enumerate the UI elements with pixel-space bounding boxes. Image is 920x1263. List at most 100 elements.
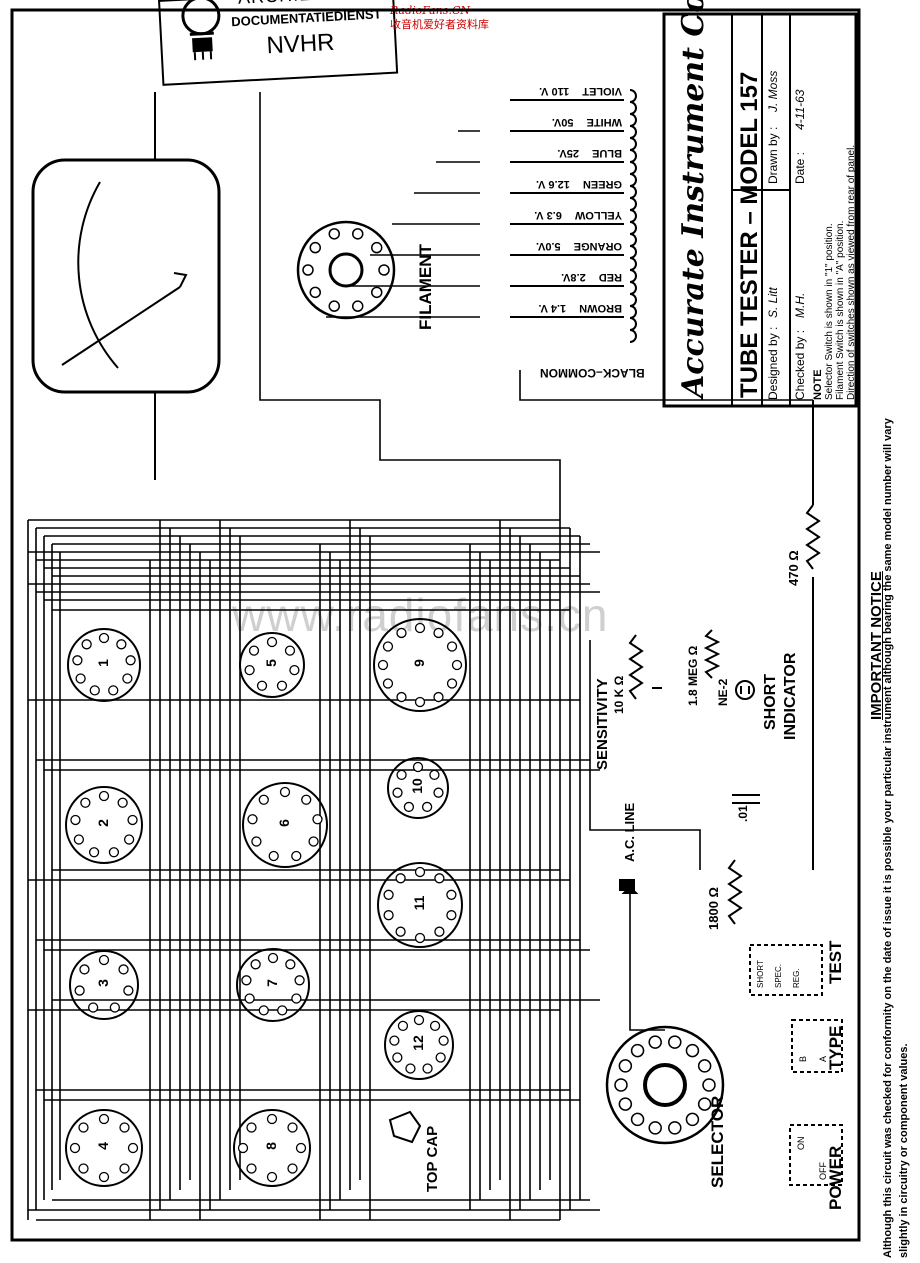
- designed-label: Designed by :: [766, 326, 780, 400]
- notice-line-2: slightly in circuitry or component value…: [898, 1043, 910, 1258]
- power-label: POWER: [826, 1145, 845, 1210]
- socket-7: 7: [236, 948, 310, 1022]
- tap-color: GREEN: [582, 178, 622, 190]
- selector-label: SELECTOR: [708, 1095, 727, 1188]
- sensitivity-label: SENSITIVITY: [594, 678, 611, 770]
- socket-number-2: 2: [95, 819, 111, 827]
- drawn-by: J. Moss: [766, 70, 780, 112]
- socket-number-8: 8: [263, 1142, 279, 1150]
- sw-b: B: [798, 1055, 808, 1062]
- archive-stamp: ARCHIEF DOCUMENTATIEDIENST NVHR: [158, 0, 399, 86]
- socket-11: 11: [377, 862, 463, 948]
- tap-volts: 110 V.: [539, 85, 573, 97]
- socket-number-9: 9: [411, 659, 427, 667]
- socket-number-7: 7: [264, 979, 280, 987]
- socket-12: 12: [384, 1010, 454, 1080]
- sw-a: A: [818, 1055, 828, 1062]
- socket-number-12: 12: [410, 1035, 426, 1051]
- note-1: Selector Switch is shown in "1" position…: [824, 223, 835, 400]
- socket-number-11: 11: [411, 895, 427, 910]
- sw-on: ON: [796, 1136, 806, 1151]
- tap-volts: 25V.: [557, 147, 583, 159]
- drawn-label: Drawn by :: [766, 126, 780, 184]
- short-indicator-1: SHORT: [762, 674, 779, 730]
- filament-switch: [296, 220, 396, 320]
- note-heading: NOTE: [812, 369, 824, 400]
- socket-6: 6: [242, 782, 328, 868]
- sw-reg: REG.: [792, 968, 801, 988]
- tap-volts: 6.3 V.: [534, 209, 565, 221]
- radio-tube-logo-icon: [181, 0, 221, 61]
- tap-color: WHITE: [586, 116, 622, 128]
- sens-value: 10 K Ω: [612, 675, 626, 714]
- brand-tagline: 收音机爱好者资料库: [390, 18, 489, 31]
- tap-label-blue: BLUE 25V.: [512, 147, 622, 159]
- tap-label-orange: ORANGE 5.0V.: [512, 240, 622, 252]
- ne2-lamp: [735, 680, 755, 700]
- socket-number-6: 6: [276, 819, 292, 827]
- socket-number-10: 10: [409, 778, 425, 794]
- note-3: Direction of switches shown as viewed fr…: [846, 144, 857, 400]
- tap-color: BLUE: [592, 147, 622, 159]
- meter: [31, 92, 221, 480]
- tap-volts: 5.0V.: [535, 240, 564, 252]
- socket-4: 4: [65, 1109, 143, 1187]
- socket-number-4: 4: [95, 1142, 111, 1150]
- test-label: TEST: [826, 940, 845, 984]
- filament-label: FILAMENT: [416, 244, 435, 330]
- r470-label: 470 Ω: [786, 550, 801, 586]
- r1800-label: 1800 Ω: [706, 887, 721, 930]
- tap-label-red: RED 2.8V.: [512, 271, 622, 283]
- tap-volts: 2.8V.: [561, 271, 589, 283]
- notice-line-1: Although this circuit was checked for co…: [882, 418, 894, 1258]
- wiring: [27, 92, 813, 1221]
- tap-label-brown: BROWN 1.4 V.: [512, 302, 622, 314]
- potentiometer: [628, 634, 644, 700]
- type-switch: [791, 1019, 843, 1073]
- selector-switch: [605, 1025, 725, 1145]
- socket-number-3: 3: [95, 979, 111, 987]
- tap-volts: 1.4 V.: [538, 302, 570, 314]
- tap-label-yellow: YELLOW 6.3 V.: [512, 209, 622, 221]
- tap-color: ORANGE: [573, 240, 622, 252]
- cap-label: .01: [736, 805, 750, 822]
- short-indicator-2: INDICATOR: [782, 652, 799, 740]
- note-2: Filament Switch is shown in "A" position…: [835, 220, 846, 400]
- tap-color: BROWN: [579, 302, 622, 314]
- sw-short: SHORT: [756, 960, 765, 988]
- socket-3: 3: [69, 950, 139, 1020]
- r18meg-label: 1.8 MEG Ω: [686, 645, 700, 706]
- tap-volts: 12.6 V.: [535, 178, 573, 190]
- socket-1: 1: [67, 628, 141, 702]
- socket-9: 9: [373, 618, 467, 712]
- common-label: BLACK–COMMON: [540, 366, 645, 380]
- transformer: [510, 89, 637, 343]
- socket-number-1: 1: [95, 659, 111, 667]
- ac-line-label: A.C. LINE: [622, 802, 637, 862]
- drawing-title: TUBE TESTER – MODEL 157: [736, 71, 763, 398]
- tap-label-violet: VIOLET 110 V.: [512, 85, 622, 97]
- sw-spec: SPEC.: [774, 963, 783, 988]
- top-cap-clip: [388, 1110, 422, 1144]
- test-switch: [749, 944, 823, 996]
- resistor-1-8meg: [703, 629, 721, 679]
- type-label: TYPE: [826, 1025, 845, 1070]
- socket-5: 5: [239, 632, 305, 698]
- date-label: Date :: [793, 151, 807, 184]
- socket-8: 8: [233, 1109, 311, 1187]
- tap-volts: 50V.: [551, 116, 577, 128]
- socket-10: 10: [387, 757, 449, 819]
- top-cap-label: TOP CAP: [424, 1125, 441, 1192]
- tap-color: YELLOW: [574, 209, 622, 221]
- company-name: Accurate Instrument Co., Inc.: [676, 0, 711, 398]
- socket-2: 2: [65, 786, 143, 864]
- ne2-label: NE-2: [716, 678, 730, 706]
- components: [388, 400, 843, 1186]
- tap-label-white: WHITE 50V.: [512, 116, 622, 128]
- checked-label: Checked by :: [793, 329, 807, 400]
- date: 4-11-63: [793, 89, 807, 130]
- tap-color: RED: [598, 271, 622, 283]
